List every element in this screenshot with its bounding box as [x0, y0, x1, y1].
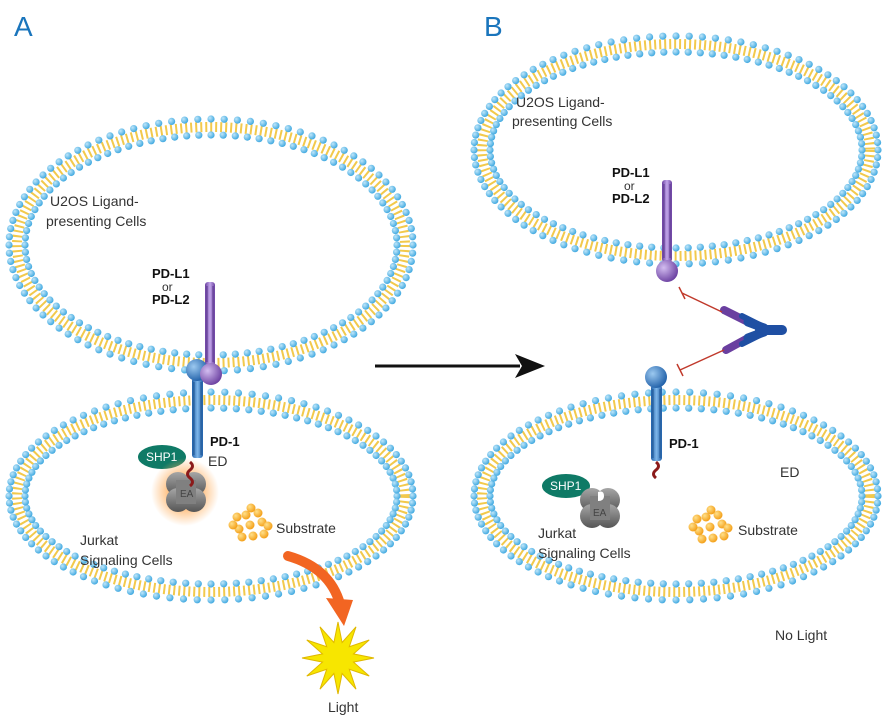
panel-b-bottom-cell-label: Jurkat Signaling Cells — [538, 525, 631, 561]
panel-b-ed-label: ED — [780, 464, 799, 480]
panel-a-letter: A — [14, 11, 33, 42]
panel-b-inhibition-top — [678, 286, 723, 313]
panel-b-antibody — [720, 306, 787, 354]
panel-a-top-cell-line2: presenting Cells — [46, 213, 146, 229]
panel-a-ed-label: ED — [208, 453, 227, 469]
panel-b-letter: B — [484, 11, 503, 42]
panel-a-ea-label: EA — [180, 489, 194, 500]
panel-b-ea-label: EA — [593, 508, 607, 519]
panel-b-shp1-label: SHP1 — [550, 479, 582, 493]
panel-a-pd1-label: PD-1 — [210, 434, 240, 449]
panel-a-bottom-cell-label: Jurkat Signaling Cells — [80, 532, 173, 568]
panel-b-pd1-ball — [645, 366, 667, 388]
panel-b-top-cell-line2: presenting Cells — [512, 113, 612, 129]
panel-a-top-membrane — [5, 115, 417, 375]
panel-a-light-arrow — [283, 551, 353, 626]
panel-a-ed-fragment — [186, 460, 194, 488]
panel-b-ea-enzyme: EA — [580, 488, 620, 528]
panel-a-ea-enzyme: EA — [166, 472, 206, 512]
panel-a-top-cell-label: U2OS Ligand- presenting Cells — [46, 193, 146, 229]
panel-b-pdl-ligand — [656, 180, 678, 282]
panel-a-substrate-label: Substrate — [276, 520, 336, 536]
panel-a-top-cell-line1: U2OS Ligand- — [50, 193, 139, 209]
transition-arrow — [375, 354, 545, 378]
panel-b-top-cell-line1: U2OS Ligand- — [516, 94, 605, 110]
panel-b-outcome-label: No Light — [775, 627, 827, 643]
panel-b-ligand-or: or — [624, 179, 635, 193]
panel-b-substrate-label: Substrate — [738, 522, 798, 538]
panel-b-shp1: SHP1 — [542, 474, 590, 498]
panel-b-bottom-cell-line1: Jurkat — [538, 525, 576, 541]
panel-b-inhibition-bottom — [676, 349, 725, 377]
panel-a-shp1-label: SHP1 — [146, 450, 178, 464]
panel-a-pdl-ball — [200, 363, 222, 385]
panel-a-ligand-l2: PD-L2 — [152, 292, 190, 307]
panel-b-bottom-membrane — [470, 388, 882, 604]
panel-b-pd1-receptor — [645, 366, 667, 461]
panel-b-pd1-label: PD-1 — [669, 436, 699, 451]
panel-b-ed-fragment — [652, 460, 660, 480]
panel-a-light-star — [301, 621, 375, 695]
panel-b-ligand-l1: PD-L1 — [612, 165, 650, 180]
panel-a-pdl-ligand — [205, 282, 215, 366]
panel-b-top-cell-label: U2OS Ligand- presenting Cells — [512, 94, 612, 129]
panel-a-ligand-or: or — [162, 280, 173, 294]
panel-b-pdl-ball — [656, 260, 678, 282]
panel-a-outcome-label: Light — [328, 699, 358, 715]
panel-b-top-membrane — [470, 32, 882, 268]
panel-a-substrate — [228, 503, 273, 542]
membranes — [5, 32, 882, 604]
panel-b-bottom-cell-line2: Signaling Cells — [538, 545, 631, 561]
panel-a-bottom-membrane — [5, 388, 417, 604]
panel-b-ligand-l2: PD-L2 — [612, 191, 650, 206]
panel-a-bottom-cell-line2: Signaling Cells — [80, 552, 173, 568]
panel-a-ligand-l1: PD-L1 — [152, 266, 190, 281]
panel-b-substrate — [688, 505, 733, 544]
panel-a-bottom-cell-line1: Jurkat — [80, 532, 118, 548]
